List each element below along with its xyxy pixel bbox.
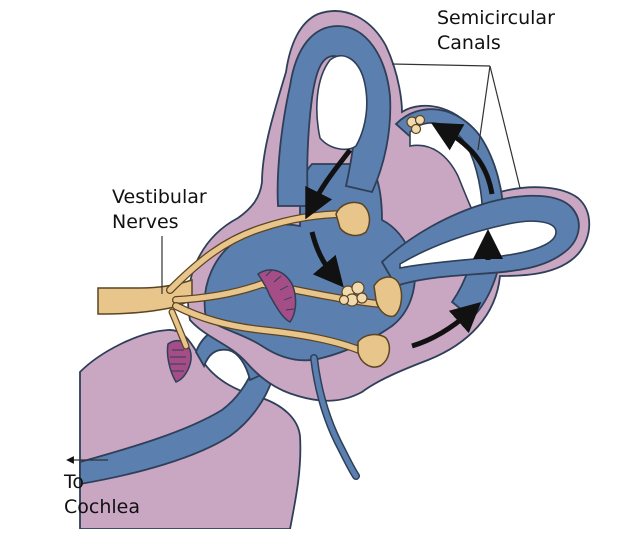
label-vestibular-line-2: Nerves xyxy=(112,211,179,233)
label-to-cochlea: To Cochlea xyxy=(64,470,140,520)
leader-semicircular-2 xyxy=(477,65,491,151)
vestibular-nerve-lower-branch-fill xyxy=(173,303,367,355)
otoconia-cluster-canal xyxy=(406,114,426,135)
posterior-crista xyxy=(357,333,391,368)
label-vestibular-line-1: Vestibular xyxy=(112,186,207,208)
flow-arrow-anterior xyxy=(305,148,352,220)
flow-arrow-vestibule xyxy=(309,231,344,288)
leader-semicircular-3 xyxy=(489,65,521,189)
label-vestibular-nerves: Vestibular Nerves xyxy=(112,185,207,235)
label-semicircular-line-2: Canals xyxy=(437,32,501,54)
anterior-canal xyxy=(276,25,392,207)
saccule-striations xyxy=(170,349,186,372)
leader-semicircular-1 xyxy=(391,63,491,67)
label-semicircular-line-1: Semicircular xyxy=(437,7,555,29)
flow-arrow-posterior xyxy=(430,122,495,195)
label-cochlea-line-2: Cochlea xyxy=(64,496,140,518)
otoconia-cluster-vestibule xyxy=(338,281,368,307)
anterior-crista xyxy=(335,201,371,237)
flow-arrow-lateral xyxy=(411,302,482,349)
lateral-crista xyxy=(373,276,403,318)
endolymphatic-duct-fill xyxy=(311,355,359,479)
label-semicircular-canals: Semicircular Canals xyxy=(437,6,555,56)
utricle-hair-cells xyxy=(256,269,297,323)
utricle-striations xyxy=(265,269,295,311)
vestibular-nerve-saccular-branch-fill xyxy=(169,309,189,349)
label-cochlea-line-1: To xyxy=(64,471,85,493)
anterior-canal-lumen xyxy=(316,55,368,151)
